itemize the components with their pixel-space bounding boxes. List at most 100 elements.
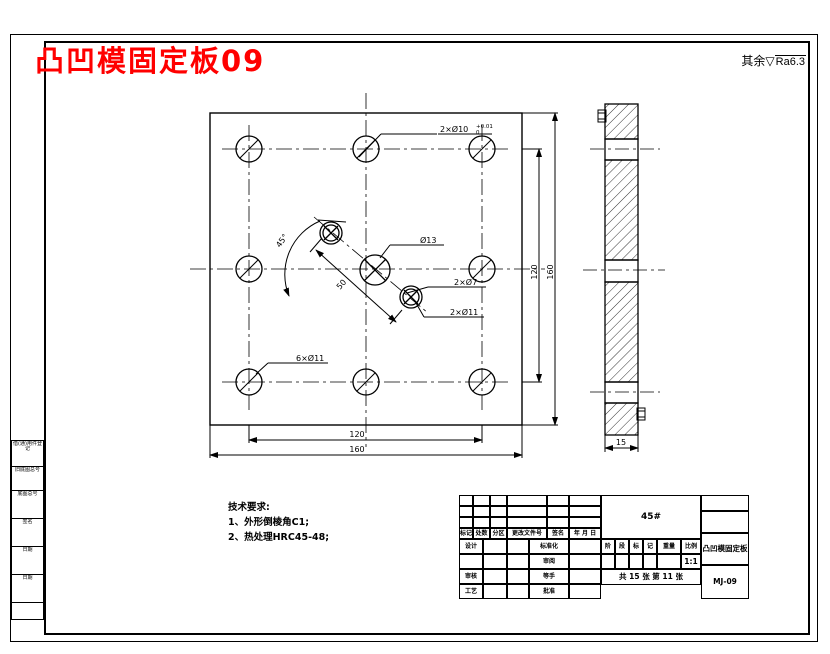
role-design: 设计 — [459, 539, 483, 554]
role-stage-blank: 审阅 — [529, 554, 569, 569]
surface-note-value: Ra6.3 — [774, 55, 806, 68]
tech-req-heading: 技术要求: — [228, 502, 270, 513]
scale-value: 1:1 — [681, 554, 701, 569]
dim-outer-width: 160 — [349, 445, 364, 454]
technical-requirements: 技术要求: 1、外形倒棱角C1; 2、热处理HRC45-48; — [228, 500, 329, 545]
rev-cell-r0c5 — [569, 495, 601, 506]
left-margin-item-5: 日期 — [11, 574, 44, 602]
rev-cell-r0c2 — [490, 495, 507, 506]
left-margin-item-3: 签名 — [11, 518, 44, 546]
dim-thickness: 15 — [616, 438, 626, 447]
weight-value — [657, 554, 681, 569]
stage-value-2 — [629, 554, 643, 569]
role-approve: 批准 — [529, 584, 569, 599]
label-2x-d10-tol-dn: 0 — [476, 130, 480, 136]
stage-header-weight: 重量 — [657, 539, 681, 554]
rev-cell-r2c5 — [569, 517, 601, 528]
rev-header-4: 签名 — [547, 528, 569, 539]
tech-req-line-1: 1、外形倒棱角C1; — [228, 517, 309, 528]
rightcol-blank-1 — [701, 495, 749, 511]
page-title: 凸凹模固定板09 — [35, 44, 266, 78]
right-dimensions — [522, 112, 558, 426]
rev-cell-r1c5 — [569, 506, 601, 517]
role-design-sign — [483, 539, 507, 554]
left-margin-item-2: 底图总号 — [11, 490, 44, 518]
left-margin-item-0: 借(通)用件登记 — [11, 440, 44, 466]
left-margin-line-right — [43, 440, 44, 620]
rev-cell-r0c0 — [459, 495, 473, 506]
left-margin-item-4: 日期 — [11, 546, 44, 574]
surface-roughness-note: 其余▽Ra6.3 — [741, 52, 806, 69]
rev-cell-r1c3 — [507, 506, 547, 517]
stage-value-3 — [643, 554, 657, 569]
drawing-inner-frame — [44, 41, 810, 635]
dim-inner-height: 120 — [530, 264, 539, 279]
stage-value-0 — [601, 554, 615, 569]
rev-cell-r2c1 — [473, 517, 490, 528]
leader-lines — [255, 133, 452, 375]
label-2x-d10-tol-up: +0.01 — [476, 124, 493, 130]
sheet-count: 共 15 张 第 11 张 — [601, 569, 701, 585]
role-blank-3 — [507, 554, 529, 569]
left-margin-line-left — [11, 440, 12, 620]
label-angle-45: 45° — [274, 232, 290, 249]
part-name: 凸凹模固定板 — [701, 533, 749, 565]
role-check-date — [507, 569, 529, 584]
role-check-sign — [483, 569, 507, 584]
counterbore-hole-lower — [399, 285, 423, 309]
stage-header-scale: 比例 — [681, 539, 701, 554]
rev-header-5: 年 月 日 — [569, 528, 601, 539]
dim-outer-height: 160 — [546, 264, 555, 279]
role-blank-2 — [483, 554, 507, 569]
surface-note-label: 其余 — [741, 54, 766, 68]
role-check2-sign — [569, 569, 601, 584]
counterbore-hole-upper — [319, 221, 343, 245]
role-design-date — [507, 539, 529, 554]
stage-value-1 — [615, 554, 629, 569]
role-blank-4 — [569, 554, 601, 569]
label-2x-d11: 2×Ø11 — [450, 307, 478, 317]
left-margin-block: 借(通)用件登记 旧底图总号 底图总号 签名 日期 日期 — [11, 440, 44, 620]
hole-grid-d11 — [235, 135, 496, 396]
hole-slash-marks — [239, 139, 492, 392]
label-6x-d11: 6×Ø11 — [296, 353, 324, 363]
role-standard: 标准化 — [529, 539, 569, 554]
rev-cell-r2c2 — [490, 517, 507, 528]
label-2x-d7: 2×Ø7 — [454, 277, 477, 287]
roughness-triangle-icon: ▽ — [765, 54, 775, 68]
label-diag-dim: 50 — [335, 278, 349, 292]
stage-header-2: 标 — [629, 539, 643, 554]
side-view — [583, 103, 665, 452]
tech-req-line-2: 2、热处理HRC45-48; — [228, 532, 330, 543]
rev-cell-r1c4 — [547, 506, 569, 517]
role-approve-sign — [569, 584, 601, 599]
bottom-dimensions — [209, 425, 523, 458]
role-blank-1 — [459, 554, 483, 569]
rev-cell-r2c4 — [547, 517, 569, 528]
role-process-sign — [483, 584, 507, 599]
diagonal-centerline — [313, 216, 429, 314]
role-process-date — [507, 584, 529, 599]
role-check2: 等手 — [529, 569, 569, 584]
role-standard-sign — [569, 539, 601, 554]
title-block: 标记 处数 分区 更改文件号 签名 年 月 日 设计 标准化 审阅 审核 等手 … — [459, 495, 749, 600]
rev-cell-r0c4 — [547, 495, 569, 506]
rev-header-1: 处数 — [473, 528, 490, 539]
stage-header-1: 段 — [615, 539, 629, 554]
dim-inner-width: 120 — [349, 430, 364, 439]
label-d13: Ø13 — [420, 235, 436, 245]
stage-header-0: 阶 — [601, 539, 615, 554]
label-2x-d10: 2×Ø10 — [440, 124, 468, 134]
rev-header-0: 标记 — [459, 528, 473, 539]
role-check: 审核 — [459, 569, 483, 584]
stage-header-3: 记 — [643, 539, 657, 554]
angle-dimension-45 — [283, 219, 347, 297]
rev-header-3: 更改文件号 — [507, 528, 547, 539]
rev-cell-r1c2 — [490, 506, 507, 517]
rev-cell-r2c3 — [507, 517, 547, 528]
drawing-number: MJ-09 — [701, 565, 749, 599]
role-process: 工艺 — [459, 584, 483, 599]
material-cell: 45# — [601, 495, 701, 539]
